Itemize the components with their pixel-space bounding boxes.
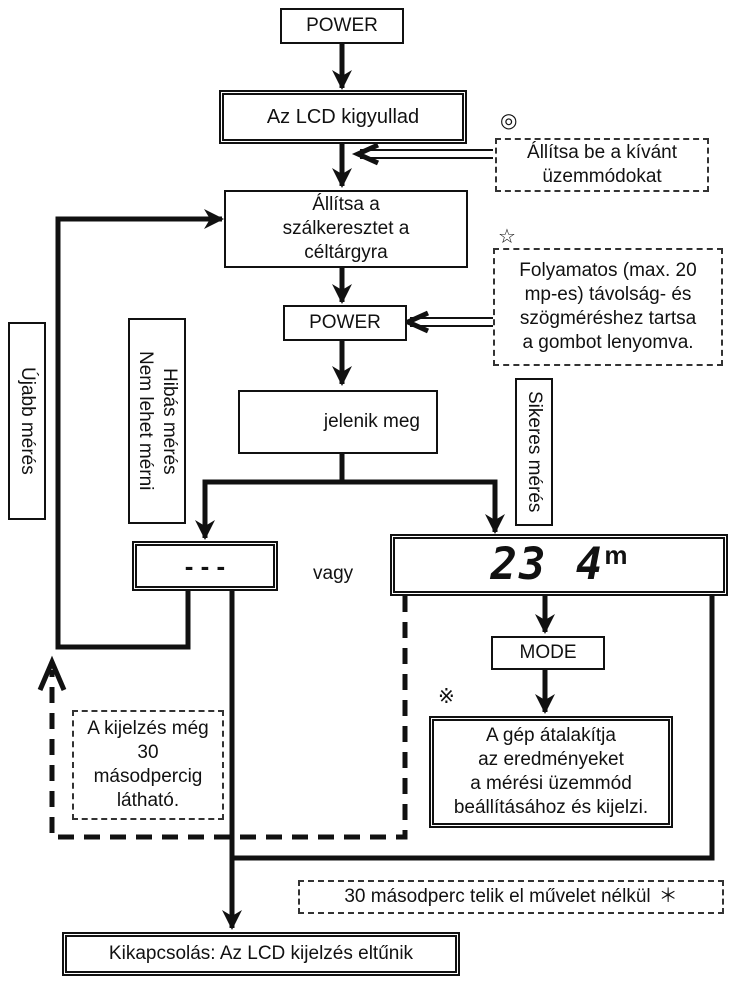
power-button-mid-label: POWER bbox=[309, 312, 381, 333]
arrow-to-success bbox=[342, 479, 505, 534]
arrow-new-measure-loop bbox=[55, 209, 224, 650]
convert-line-4: beállításához és kijelzi. bbox=[453, 797, 649, 818]
continuous-note-line-2: mp-es) távolság- és bbox=[524, 284, 692, 305]
star-icon: ☆ bbox=[498, 226, 516, 248]
mode-note: Állítsa be a kívánt üzemmódokat bbox=[495, 138, 709, 192]
appears-box: jelenik meg bbox=[238, 390, 438, 454]
power-button-mid: POWER bbox=[283, 305, 407, 341]
timeout-note: 30 másodperc telik el művelet nélkül ＊ bbox=[298, 880, 724, 914]
display-note-line-3: másodpercig bbox=[93, 766, 203, 787]
continuous-note-line-3: szögméréshez tartsa bbox=[519, 308, 697, 329]
mode-button: MODE bbox=[491, 636, 605, 670]
lcd-on-label: Az LCD kigyullad bbox=[266, 106, 420, 128]
error-line-1: Hibás mérés bbox=[159, 367, 180, 475]
convert-line-2: az eredményeket bbox=[478, 749, 624, 770]
appears-label: jelenik meg bbox=[323, 411, 420, 432]
result-display-value: 23 4 bbox=[490, 539, 605, 590]
power-button-top: POWER bbox=[280, 8, 404, 44]
error-line-2: Nem lehet mérni bbox=[135, 351, 156, 491]
power-off-label: Kikapcsolás: Az LCD kijelzés eltűnik bbox=[108, 943, 414, 964]
dashed-return-loop bbox=[49, 596, 408, 840]
or-label: vagy bbox=[313, 563, 354, 584]
convert-line-1: A gép átalakítja bbox=[486, 725, 616, 746]
lcd-on-box: Az LCD kigyullad bbox=[219, 90, 467, 144]
asterisk-icon: ＊ bbox=[658, 886, 678, 907]
aim-line-2: szálkeresztet a bbox=[282, 218, 410, 239]
error-label: Hibás mérés Nem lehet mérni bbox=[128, 318, 186, 524]
aim-line-3: céltárgyra bbox=[304, 242, 388, 263]
convert-line-3: a mérési üzemmód bbox=[470, 773, 632, 794]
power-button-top-label: POWER bbox=[306, 15, 378, 36]
mode-note-line-1: Állítsa be a kívánt bbox=[527, 142, 677, 163]
error-display-dashes: - - - bbox=[184, 551, 226, 581]
arrow-to-error bbox=[195, 479, 342, 540]
reference-mark-icon: ※ bbox=[438, 686, 455, 708]
aim-line-1: Állítsa a bbox=[312, 194, 380, 215]
success-text: Sikeres mérés bbox=[524, 391, 545, 513]
aim-crosshair-box: Állítsa a szálkeresztet a céltárgyra bbox=[224, 190, 468, 268]
result-display: 23 4 m bbox=[390, 534, 728, 596]
connector-result-timeout bbox=[232, 596, 715, 861]
mode-note-line-2: üzemmódokat bbox=[542, 166, 662, 187]
timeout-text: 30 másodperc telik el művelet nélkül bbox=[344, 886, 651, 907]
display-note: A kijelzés még 30 másodpercig látható. bbox=[72, 710, 224, 820]
double-circle-icon: ◎ bbox=[500, 110, 518, 132]
continuous-note-line-1: Folyamatos (max. 20 bbox=[519, 260, 697, 281]
continuous-note-line-4: a gombot lenyomva. bbox=[522, 332, 694, 353]
display-note-line-2: 30 bbox=[137, 742, 159, 763]
success-label: Sikeres mérés bbox=[515, 378, 553, 526]
arrowhead-dashed-loop bbox=[37, 655, 67, 691]
display-note-line-4: látható. bbox=[116, 790, 180, 811]
convert-box: A gép átalakítja az eredményeket a mérés… bbox=[429, 716, 673, 828]
power-off-box: Kikapcsolás: Az LCD kijelzés eltűnik bbox=[62, 932, 460, 976]
new-measure-text: Újabb mérés bbox=[17, 367, 38, 475]
result-display-unit: m bbox=[604, 540, 628, 570]
continuous-note: Folyamatos (max. 20 mp-es) távolság- és … bbox=[493, 248, 723, 366]
new-measure-label: Újabb mérés bbox=[8, 322, 46, 520]
display-note-line-1: A kijelzés még bbox=[87, 718, 209, 739]
mode-button-label: MODE bbox=[519, 642, 577, 663]
error-display: - - - bbox=[132, 541, 278, 591]
